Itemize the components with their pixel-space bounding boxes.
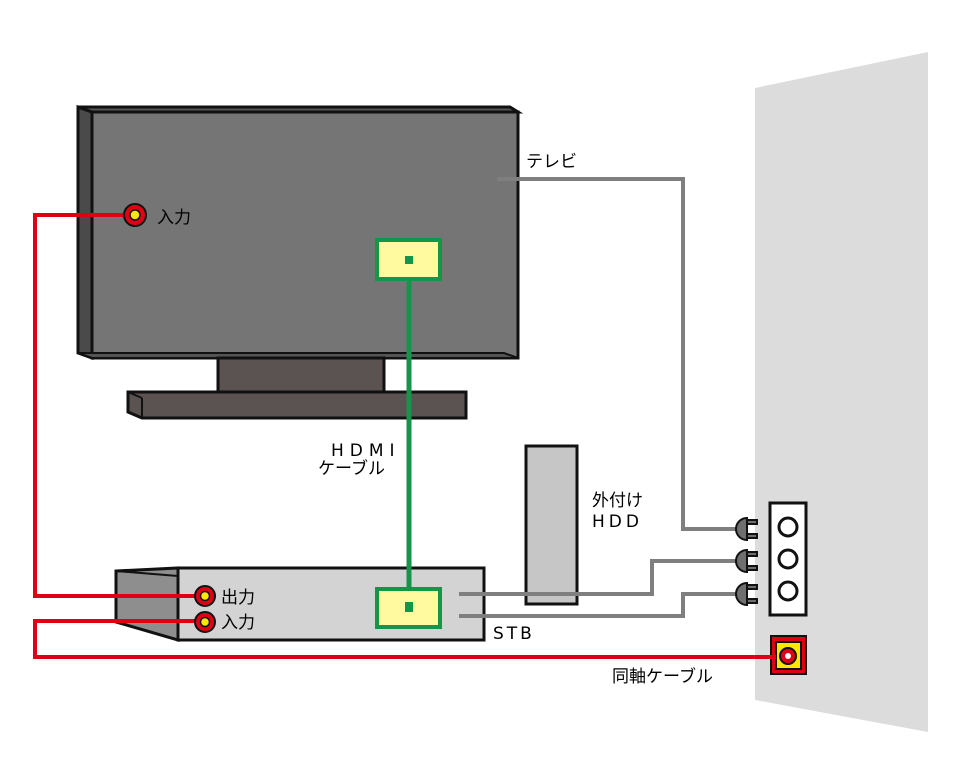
external-hdd	[524, 444, 579, 606]
stb-antenna-cable-2	[459, 592, 737, 618]
plug-icon	[735, 548, 758, 574]
tv-stand	[126, 356, 468, 420]
outlet-socket-2	[777, 548, 799, 570]
hdmi-cable-label-line1: HDMI	[331, 441, 401, 461]
hdmi-cable-label-line2: ケーブル	[318, 458, 385, 479]
tv-screen	[90, 110, 520, 360]
stb-antenna-cable-1	[459, 559, 737, 596]
tv-antenna-label: テレビ	[526, 152, 577, 172]
stb-name-label: STB	[493, 624, 535, 644]
tv-antenna-cable	[497, 177, 737, 531]
coax-wall-port	[770, 635, 807, 675]
outlet-socket-1	[777, 516, 799, 538]
tv-hdmi-port	[375, 238, 442, 281]
stb-output-to-tv-cable	[33, 213, 205, 598]
stb-output-port	[194, 585, 216, 607]
stb-output-label: 出力	[221, 588, 255, 608]
hdd-label-line2: HDD	[592, 512, 643, 532]
red-cables	[33, 213, 776, 659]
coax-cable-label: 同軸ケーブル	[612, 666, 713, 687]
stb-input-label: 入力	[221, 613, 255, 633]
plug-icon	[735, 581, 758, 607]
coax-cable	[33, 619, 776, 659]
stb-hdmi-port	[375, 587, 442, 629]
wall	[755, 52, 928, 732]
outlet-socket-3	[777, 580, 799, 602]
hdd-label-line1: 外付け	[592, 491, 643, 511]
stb-input-port	[194, 611, 216, 633]
tv-input-label: 入力	[157, 208, 191, 228]
tv-monitor	[76, 104, 524, 361]
plug-icon	[735, 516, 758, 542]
tv-input-port	[123, 203, 147, 227]
antenna-cables	[459, 177, 737, 618]
wall-outlet-panel	[768, 501, 808, 617]
